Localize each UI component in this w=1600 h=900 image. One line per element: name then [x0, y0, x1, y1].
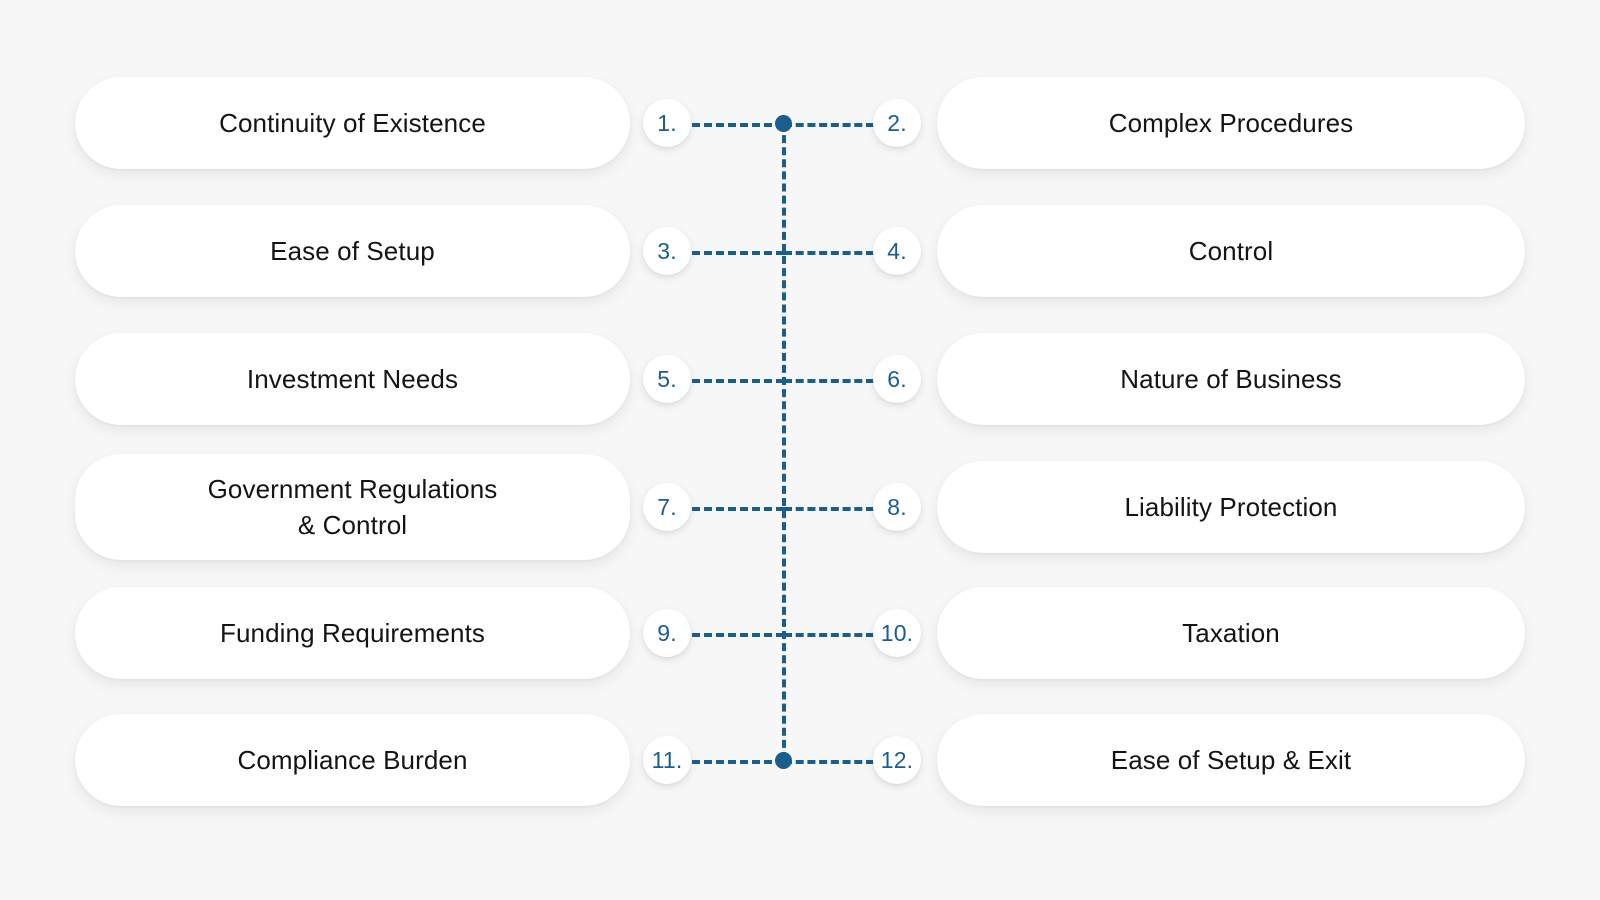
- right-number-badge[interactable]: 6.: [873, 355, 921, 403]
- left-card-label: Funding Requirements: [219, 618, 486, 648]
- right-number-badge[interactable]: 4.: [873, 227, 921, 275]
- right-number-badge[interactable]: 2.: [873, 99, 921, 147]
- right-number-badge[interactable]: 10.: [873, 609, 921, 657]
- right-number-label: 4.: [887, 237, 907, 264]
- right-card[interactable]: Nature of Business: [937, 333, 1525, 425]
- junction-dot: [775, 752, 792, 769]
- left-dashed-connector: [692, 633, 784, 637]
- right-dashed-connector: [784, 760, 874, 764]
- left-dashed-connector: [692, 251, 784, 255]
- junction-dot: [775, 115, 792, 132]
- left-card[interactable]: Investment Needs: [75, 333, 630, 425]
- left-number-label: 7.: [657, 493, 677, 520]
- left-card-label: Continuity of Existence: [219, 108, 486, 138]
- left-number-label: 5.: [657, 365, 677, 392]
- left-card[interactable]: Government Regulations & Control: [75, 454, 630, 560]
- left-dashed-connector: [692, 379, 784, 383]
- left-card[interactable]: Funding Requirements: [75, 587, 630, 679]
- left-dashed-connector: [692, 123, 784, 127]
- right-card-label: Taxation: [1182, 618, 1280, 648]
- right-number-badge[interactable]: 8.: [873, 483, 921, 531]
- right-card-label: Liability Protection: [1124, 492, 1338, 522]
- left-number-label: 11.: [651, 746, 683, 773]
- left-number-badge[interactable]: 1.: [643, 99, 691, 147]
- right-card[interactable]: Liability Protection: [937, 461, 1525, 553]
- right-number-label: 6.: [887, 365, 907, 392]
- left-number-badge[interactable]: 11.: [643, 736, 691, 784]
- right-card[interactable]: Ease of Setup & Exit: [937, 714, 1525, 806]
- right-card[interactable]: Taxation: [937, 587, 1525, 679]
- left-card[interactable]: Ease of Setup: [75, 205, 630, 297]
- vertical-connector-line: [782, 123, 786, 760]
- right-number-label: 12.: [880, 746, 914, 773]
- left-card-label: Government Regulations & Control: [207, 474, 498, 540]
- left-dashed-connector: [692, 760, 784, 764]
- left-card-label: Ease of Setup: [270, 236, 435, 266]
- right-number-label: 10.: [880, 619, 914, 646]
- left-dashed-connector: [692, 507, 784, 511]
- left-number-badge[interactable]: 7.: [643, 483, 691, 531]
- right-card[interactable]: Control: [937, 205, 1525, 297]
- left-number-label: 1.: [657, 109, 677, 136]
- left-number-badge[interactable]: 3.: [643, 227, 691, 275]
- right-dashed-connector: [784, 251, 874, 255]
- left-card[interactable]: Continuity of Existence: [75, 77, 630, 169]
- right-dashed-connector: [784, 379, 874, 383]
- right-number-label: 2.: [887, 109, 907, 136]
- left-card-label: Investment Needs: [246, 364, 459, 394]
- right-dashed-connector: [784, 507, 874, 511]
- right-number-badge[interactable]: 12.: [873, 736, 921, 784]
- left-number-badge[interactable]: 9.: [643, 609, 691, 657]
- left-number-label: 9.: [657, 619, 677, 646]
- right-number-label: 8.: [887, 493, 907, 520]
- right-dashed-connector: [784, 123, 874, 127]
- left-card-label: Compliance Burden: [237, 745, 468, 775]
- right-dashed-connector: [784, 633, 874, 637]
- left-number-badge[interactable]: 5.: [643, 355, 691, 403]
- right-card-label: Nature of Business: [1120, 364, 1342, 394]
- left-card[interactable]: Compliance Burden: [75, 714, 630, 806]
- left-number-label: 3.: [657, 237, 677, 264]
- right-card-label: Ease of Setup & Exit: [1110, 745, 1352, 775]
- right-card-label: Control: [1188, 236, 1274, 266]
- right-card[interactable]: Complex Procedures: [937, 77, 1525, 169]
- right-card-label: Complex Procedures: [1108, 108, 1354, 138]
